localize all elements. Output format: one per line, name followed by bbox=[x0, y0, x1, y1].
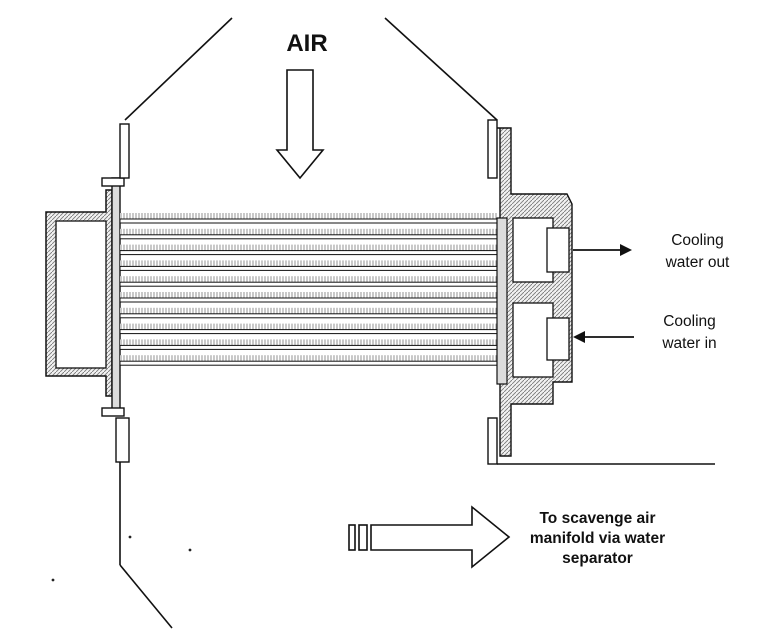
tube-fins bbox=[120, 276, 497, 283]
tube-fins bbox=[120, 307, 497, 314]
outlet-label-line-1: To scavenge air bbox=[539, 510, 656, 527]
cooler-tube bbox=[119, 281, 498, 287]
tube-fins bbox=[120, 244, 497, 251]
air-label: AIR bbox=[286, 30, 328, 57]
cooler-tube bbox=[119, 344, 498, 350]
outlet-label-line-2: manifold via water bbox=[529, 530, 666, 547]
right-water-header bbox=[496, 127, 573, 457]
cooler-tube bbox=[119, 218, 498, 224]
tube-fins bbox=[120, 339, 497, 346]
lower-casing bbox=[119, 462, 715, 629]
cooling-water-out-line-1: Cooling bbox=[671, 232, 724, 249]
cooling-water-out-label: Cooling water out bbox=[650, 230, 745, 274]
tube-fins bbox=[120, 260, 497, 267]
cooling-water-out-arrow bbox=[573, 244, 632, 256]
cooler-tube bbox=[119, 329, 498, 335]
tube-fins bbox=[120, 292, 497, 298]
left-water-header bbox=[45, 189, 113, 397]
cooler-tube-bank bbox=[119, 213, 498, 366]
outlet-label-line-3: separator bbox=[562, 550, 633, 567]
cooling-water-out-line-2: water out bbox=[665, 254, 730, 271]
scavenge-air-outlet-label: To scavenge air manifold via water separ… bbox=[515, 509, 680, 569]
cooler-tube bbox=[119, 234, 498, 240]
cooling-water-in-line-2: water in bbox=[662, 335, 717, 352]
tube-fins bbox=[120, 213, 497, 219]
tube-fins bbox=[120, 323, 497, 330]
cooler-tube bbox=[119, 313, 498, 319]
air-outlet-arrow bbox=[348, 505, 511, 569]
cooling-water-in-line-1: Cooling bbox=[663, 313, 716, 330]
cooler-tube bbox=[119, 250, 498, 256]
air-inlet-hood bbox=[124, 17, 498, 121]
air-flow-arrow bbox=[275, 69, 325, 180]
tube-fins bbox=[120, 228, 497, 235]
cooler-tube bbox=[119, 265, 498, 271]
right-tube-plate bbox=[487, 119, 498, 465]
cooling-water-in-label: Cooling water in bbox=[642, 311, 737, 355]
cooler-tube bbox=[119, 297, 498, 303]
scan-specks bbox=[51, 535, 192, 582]
tube-fins bbox=[120, 355, 497, 362]
cooling-water-in-arrow bbox=[573, 331, 634, 343]
cooler-tube bbox=[119, 360, 498, 366]
